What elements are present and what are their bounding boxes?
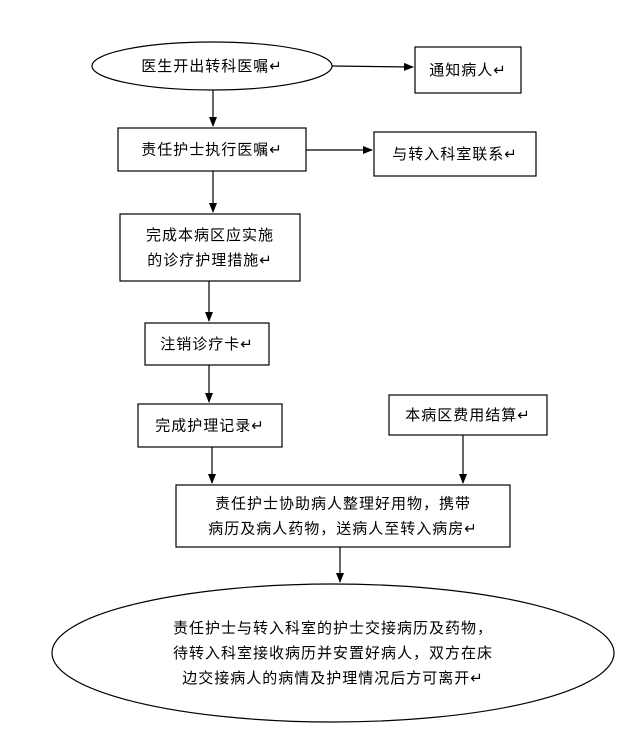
edges-layer [205,62,467,583]
node-handover-ellipse [51,583,615,723]
node-cancel-card-line-1: 注销诊疗卡↵ [160,335,254,353]
node-notify-box [414,46,522,94]
node-nursing-record-box [137,403,283,448]
node-cancel-card-box [144,322,270,366]
node-complete-measures-box [119,213,301,282]
node-nursing-record: 完成护理记录↵ [137,403,283,448]
node-assist-patient-box [175,484,511,548]
node-execute: 责任护士执行医嘱↵ [117,127,307,172]
node-handover: 责任护士与转入科室的护士交接病历及药物， 待转入科室接收病历并安置好病人，双方在床… [51,583,615,723]
node-execute-box [117,127,307,172]
node-assist-patient-line-1: 责任护士协助病人整理好用物，携带 [215,495,471,513]
node-settle-fees-box [388,394,548,436]
node-contact-box [373,131,537,177]
node-cancel-card: 注销诊疗卡↵ [144,322,270,366]
node-settle-fees: 本病区费用结算↵ [388,394,548,436]
node-complete-measures-line-2: 的诊疗护理措施↵ [147,251,273,269]
node-execute-line-1: 责任护士执行医嘱↵ [141,141,283,159]
node-start-line-1: 医生开出转科医嘱↵ [141,57,283,75]
node-start-ellipse [91,41,333,91]
node-notify-line-1: 通知病人↵ [429,61,507,79]
node-nursing-record-line-1: 完成护理记录↵ [155,417,265,435]
node-complete-measures-line-1: 完成本病区应实施 [146,226,274,244]
node-settle-fees-line-1: 本病区费用结算↵ [405,406,531,424]
arrow-start-to-notify [331,62,414,71]
node-handover-line-2: 待转入科室接收病历并安置好病人，双方在床 [173,644,493,662]
node-handover-line-1: 责任护士与转入科室的护士交接病历及药物， [173,619,493,637]
node-contact: 与转入科室联系↵ [373,131,537,177]
nodes-layer: 医生开出转科医嘱↵ 通知病人↵ 责任护士执行医嘱↵ 与转入科室联系↵ 完成本病区应实施的… [51,41,615,723]
node-notify: 通知病人↵ [414,46,522,94]
node-contact-line-1: 与转入科室联系↵ [392,145,518,163]
node-handover-line-3: 边交接病人的病情及护理情况后方可离开↵ [182,669,484,687]
node-start: 医生开出转科医嘱↵ [91,41,333,91]
node-assist-patient-line-2: 病历及病人药物，送病人至转入病房↵ [208,520,478,538]
